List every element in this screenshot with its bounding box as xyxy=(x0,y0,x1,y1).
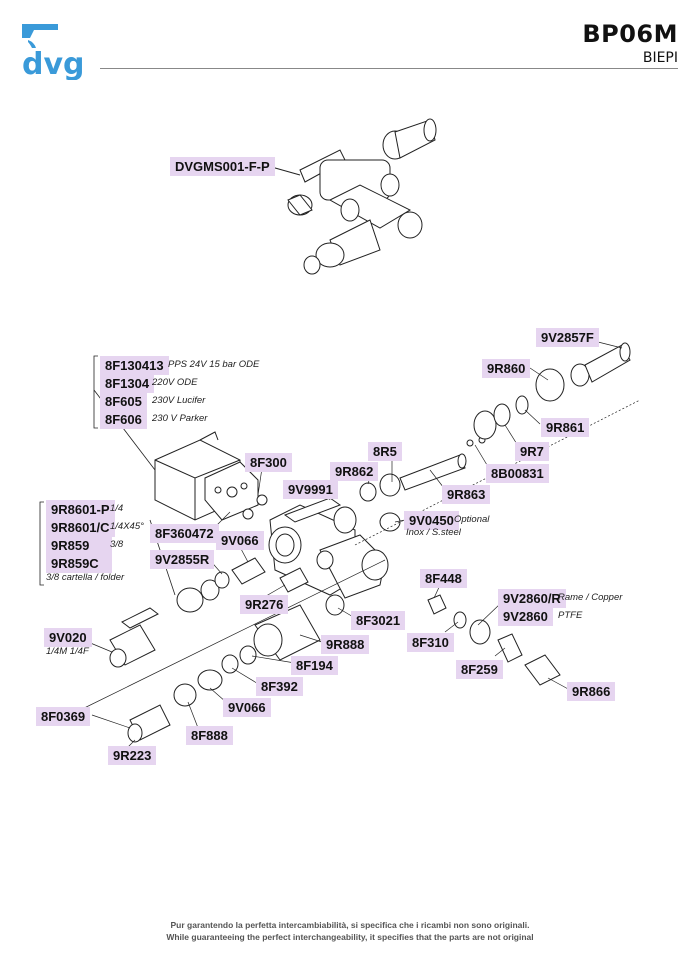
svg-text:dvg: dvg xyxy=(22,47,85,80)
note-valve-9R859C: 3/8 cartella / folder xyxy=(46,572,125,583)
label-8F392: 8F392 xyxy=(256,677,303,696)
label-9R861: 9R861 xyxy=(541,418,590,437)
coil-armature-illustration xyxy=(204,461,259,521)
label-8F3021: 8F3021 xyxy=(351,611,406,630)
label-8B00831: 8B00831 xyxy=(486,464,549,483)
label-9R866: 9R866 xyxy=(567,682,616,701)
label-9R888: 9R888 xyxy=(321,635,370,654)
label-8F360472: 8F360472 xyxy=(150,524,219,543)
label-coil-8F130413: 8F130413 xyxy=(100,356,169,375)
note-valve-9R859: 3/8 xyxy=(110,539,124,550)
note-valve-9R8601C: 1/4X45° xyxy=(110,521,144,532)
note-coil-8F606: 230 V Parker xyxy=(152,413,208,424)
stem-components-illustration xyxy=(359,342,631,532)
dvg-logo: dvg xyxy=(22,24,85,80)
note-9V0450-material: Inox / S.steel xyxy=(406,527,461,538)
label-9V020: 9V020 xyxy=(44,628,92,647)
label-valve-9R859: 9R859 xyxy=(46,536,112,555)
label-9V2860: 9V2860 xyxy=(498,607,553,626)
note-9V2860: PTFE xyxy=(558,610,583,621)
model-subtitle: BIEPI xyxy=(642,50,678,66)
label-9R860: 9R860 xyxy=(482,359,531,378)
header-rule xyxy=(100,68,678,69)
right-lower-parts-illustration xyxy=(427,594,561,686)
label-9R863: 9R863 xyxy=(442,485,491,504)
label-coil-8F605: 8F605 xyxy=(100,392,147,411)
label-9V066-upper: 9V066 xyxy=(216,531,264,550)
label-8F194: 8F194 xyxy=(291,656,338,675)
label-9R7: 9R7 xyxy=(515,442,549,461)
note-valve-9R8601-P: 1/4 xyxy=(110,503,124,514)
label-8F888: 8F888 xyxy=(186,726,233,745)
label-8R5: 8R5 xyxy=(368,442,402,461)
note-9V0450-optional: Optional xyxy=(454,514,490,525)
label-9V9991: 9V9991 xyxy=(283,480,338,499)
label-8F448: 8F448 xyxy=(420,569,467,588)
label-8F300: 8F300 xyxy=(245,453,292,472)
label-assembly: DVGMS001-F-P xyxy=(170,157,275,176)
label-9R276: 9R276 xyxy=(240,595,289,614)
note-9V2860R: Rame / Copper xyxy=(558,592,623,603)
label-valve-9R8601C: 9R8601/C xyxy=(46,518,115,537)
label-valve-9R859C: 9R859C xyxy=(46,554,112,573)
label-9V2855R: 9V2855R xyxy=(150,550,215,569)
note-coil-8F130413: PPS 24V 15 bar ODE xyxy=(168,359,260,370)
lower-assembly-illustration xyxy=(127,594,345,743)
disclaimer-english: While guaranteeing the perfect interchan… xyxy=(166,932,534,942)
label-9V066-lower: 9V066 xyxy=(223,698,271,717)
disclaimer-footer: Pur garantendo la perfetta intercambiabi… xyxy=(0,919,700,943)
ball-valve-illustration xyxy=(109,557,309,668)
assembled-unit-illustration xyxy=(267,118,437,275)
note-9V020: 1/4M 1/4F xyxy=(46,646,89,657)
label-8F259: 8F259 xyxy=(456,660,503,679)
label-8F310: 8F310 xyxy=(407,633,454,652)
label-coil-8F606: 8F606 xyxy=(100,410,147,429)
label-9R862: 9R862 xyxy=(330,462,379,481)
note-coil-8F605: 230V Lucifer xyxy=(152,395,206,406)
label-8F0369: 8F0369 xyxy=(36,707,91,726)
label-9R223: 9R223 xyxy=(108,746,157,765)
label-valve-9R8601-P: 9R8601-P xyxy=(46,500,115,519)
model-title: BP06M xyxy=(582,20,678,48)
disclaimer-italian: Pur garantendo la perfetta intercambiabi… xyxy=(170,920,530,930)
label-9V2857F: 9V2857F xyxy=(536,328,599,347)
label-coil-8F1304: 8F1304 xyxy=(100,374,155,393)
note-coil-8F1304: 220V ODE xyxy=(152,377,198,388)
label-9V0450: 9V0450 xyxy=(404,511,459,530)
label-9V2860R: 9V2860/R xyxy=(498,589,566,608)
